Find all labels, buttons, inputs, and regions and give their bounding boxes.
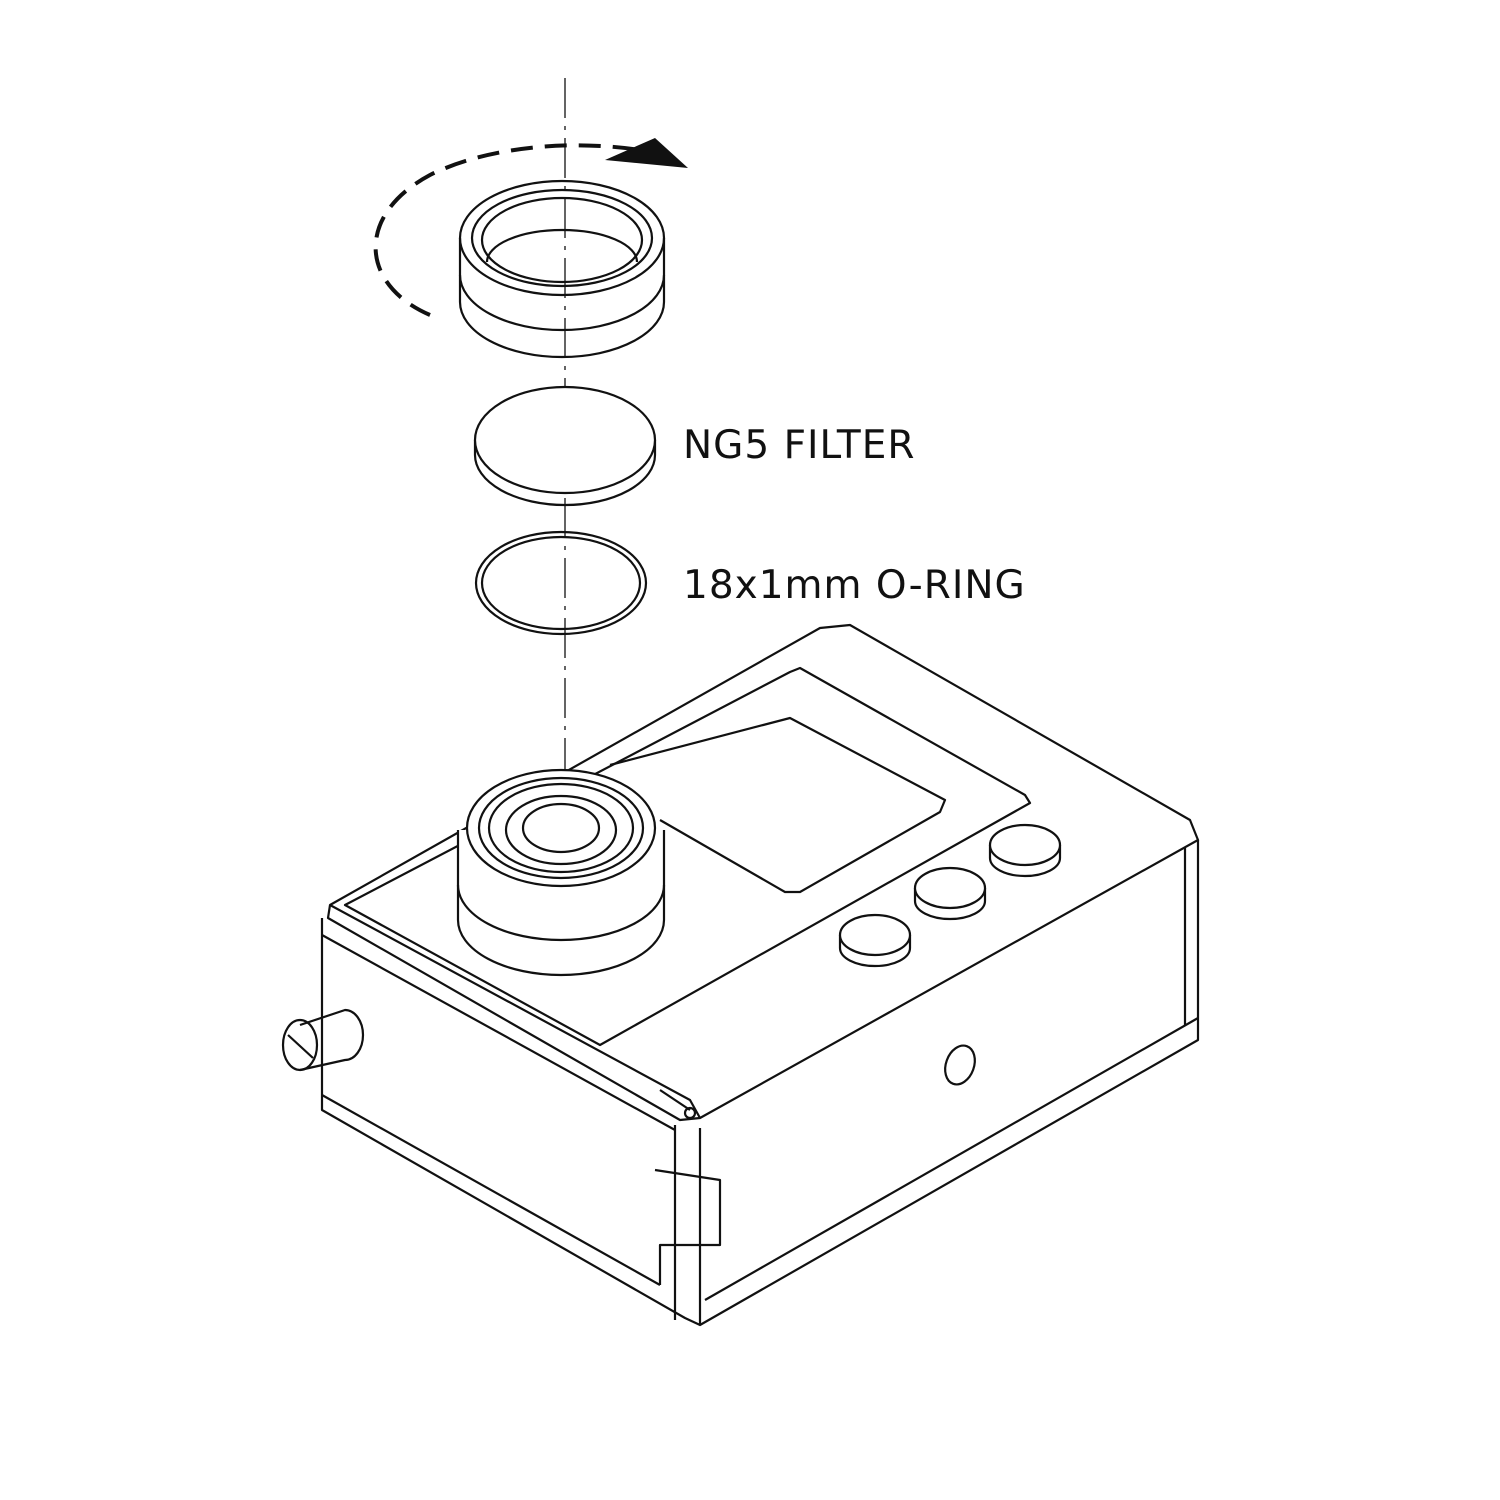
button-2: [913, 866, 987, 921]
lens-assembly: [456, 768, 666, 977]
retaining-ring: [458, 179, 666, 359]
lcd-screen: [609, 716, 947, 894]
o-ring: [474, 530, 648, 636]
oring-label: 18x1mm O-RING: [683, 563, 1026, 608]
button-3: [988, 823, 1062, 878]
screw: [281, 1008, 365, 1072]
side-hole: [944, 1044, 976, 1086]
filter-label: NG5 FILTER: [683, 423, 916, 468]
control-buttons: [838, 823, 1062, 968]
camera-housing: [281, 623, 1200, 1327]
button-1: [838, 913, 912, 968]
ng5-filter: [473, 385, 657, 507]
rotation-arrow-icon: [373, 138, 688, 317]
